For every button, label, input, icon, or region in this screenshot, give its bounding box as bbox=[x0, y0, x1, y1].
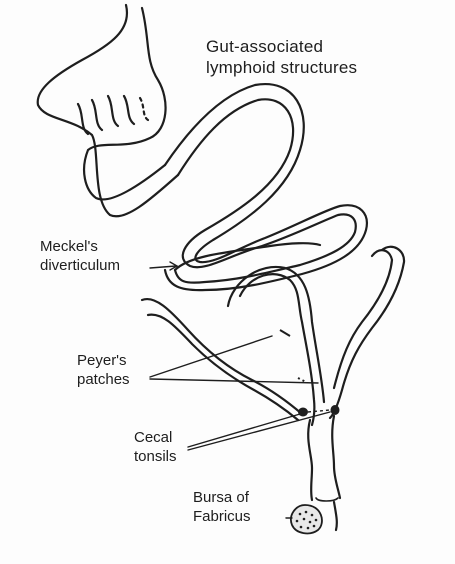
title-line-1: Gut-associated bbox=[206, 37, 324, 56]
peyer-patch-mark bbox=[279, 329, 291, 337]
cecum-left bbox=[140, 297, 304, 416]
crop-inner-wall bbox=[83, 6, 167, 201]
meckel-line-2: diverticulum bbox=[40, 257, 121, 274]
duodenum-outer-wall bbox=[173, 98, 357, 284]
leader-cecal-right bbox=[187, 411, 331, 451]
leader-cecal-left bbox=[187, 413, 301, 448]
cecum-right-inner bbox=[332, 249, 394, 390]
colon-right-wall bbox=[331, 414, 342, 500]
peyer-patch-mark bbox=[297, 377, 307, 383]
cloaca-lower-wall bbox=[332, 500, 338, 532]
label-bursa-of-fabricius: Bursa of Fabricus bbox=[193, 488, 251, 526]
small-intestine-loop bbox=[173, 242, 322, 272]
crop-fold bbox=[122, 94, 136, 126]
bursa-line-2: Fabricus bbox=[193, 508, 251, 525]
crop-fold bbox=[76, 102, 90, 136]
peyer-line-1: Peyer's bbox=[77, 352, 127, 369]
cecal-line-2: tonsils bbox=[134, 448, 177, 465]
title-line-2: lymphoid structures bbox=[206, 58, 358, 77]
leader-peyer-upper bbox=[149, 335, 273, 378]
colon-left-wall bbox=[307, 418, 314, 502]
leader-peyer-lower bbox=[149, 378, 319, 384]
cloaca bbox=[315, 497, 339, 502]
label-meckels-diverticulum: Meckel's diverticulum bbox=[40, 237, 120, 275]
crop-fold bbox=[138, 96, 150, 122]
cecal-line-1: Cecal bbox=[134, 429, 173, 446]
crop-fold bbox=[106, 94, 120, 128]
leader-meckel bbox=[149, 265, 177, 269]
cecal-tonsil-right bbox=[330, 405, 340, 415]
bursa-of-fabricius bbox=[290, 504, 323, 535]
peyer-line-2: patches bbox=[77, 371, 130, 388]
cecal-tonsil-left bbox=[298, 407, 308, 417]
meckel-line-1: Meckel's bbox=[40, 238, 98, 255]
tonsil-connector bbox=[307, 409, 331, 413]
crop-fold bbox=[90, 98, 104, 132]
crop-outer-wall bbox=[36, 3, 180, 218]
ileum-descending-inner bbox=[226, 265, 326, 404]
diagram-title: Gut-associated lymphoid structures bbox=[206, 36, 357, 78]
cecum-left-inner bbox=[146, 313, 300, 422]
label-cecal-tonsils: Cecal tonsils bbox=[134, 428, 177, 466]
bursa-line-1: Bursa of bbox=[193, 489, 249, 506]
ileum-descending bbox=[238, 273, 316, 427]
cecum-right bbox=[328, 245, 406, 420]
label-peyers-patches: Peyer's patches bbox=[77, 351, 130, 389]
meckel-arrow-tip bbox=[169, 261, 179, 271]
duodenum-inner-wall bbox=[163, 82, 368, 292]
